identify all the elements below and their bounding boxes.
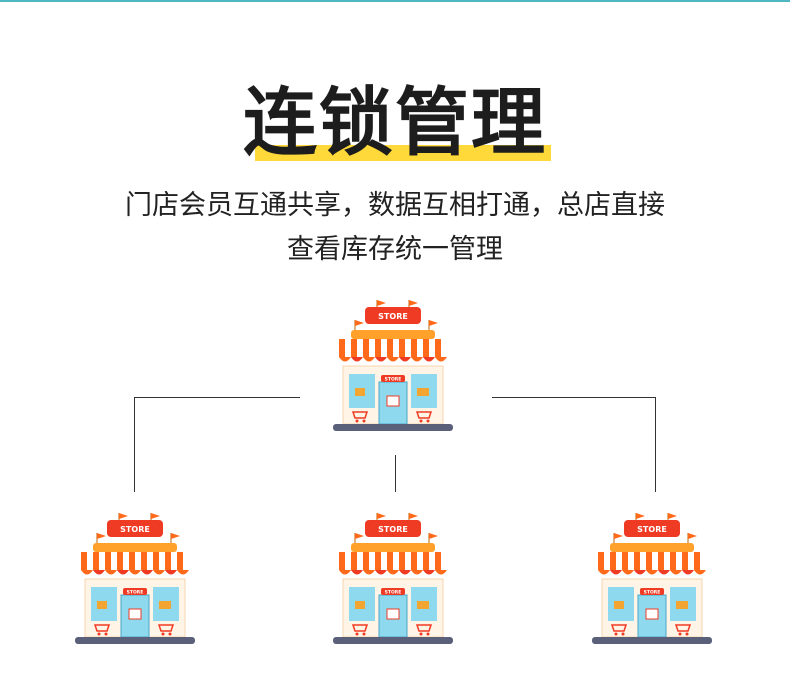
store-sign-text: STORE	[378, 312, 408, 321]
title-highlight-bar	[255, 145, 551, 161]
store-graphic: STORE STORE	[333, 300, 453, 431]
store-right-icon: STORE STORE	[592, 509, 712, 651]
connector-left-horizontal	[134, 397, 300, 398]
store-graphic: STORE STORE	[592, 513, 712, 644]
store-sign-text: STORE	[637, 525, 667, 534]
title-container: 连锁管理	[0, 78, 790, 168]
top-accent-rule	[0, 0, 790, 2]
store-center-icon: STORE STORE	[333, 509, 453, 651]
store-sign-text: STORE	[378, 525, 408, 534]
page-title: 连锁管理	[243, 80, 547, 166]
store-main-icon: STORE STORE	[333, 296, 453, 438]
connector-right-vertical	[655, 397, 656, 492]
store-sign-text: STORE	[120, 525, 150, 534]
store-left-icon: STORE STORE	[75, 509, 195, 651]
store-door-sign-text: STORE	[385, 377, 402, 383]
connector-right-horizontal	[492, 397, 656, 398]
store-door-sign-text: STORE	[385, 590, 402, 596]
connector-left-vertical	[134, 397, 135, 492]
description-line-2: 查看库存统一管理	[287, 234, 503, 265]
connector-center-vertical	[395, 455, 396, 492]
store-graphic: STORE STORE	[333, 513, 453, 644]
store-graphic: STORE STORE	[75, 513, 195, 644]
store-door-sign-text: STORE	[127, 590, 144, 596]
store-door-sign-text: STORE	[644, 590, 661, 596]
description-line-1: 门店会员互通共享，数据互相打通，总店直接	[125, 190, 665, 221]
description: 门店会员互通共享，数据互相打通，总店直接 查看库存统一管理	[0, 184, 790, 272]
